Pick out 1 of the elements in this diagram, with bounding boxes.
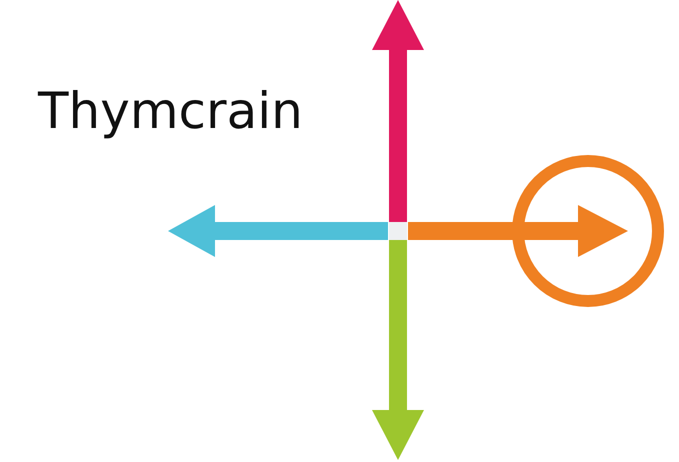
word-label: Thymcrain xyxy=(38,82,303,140)
